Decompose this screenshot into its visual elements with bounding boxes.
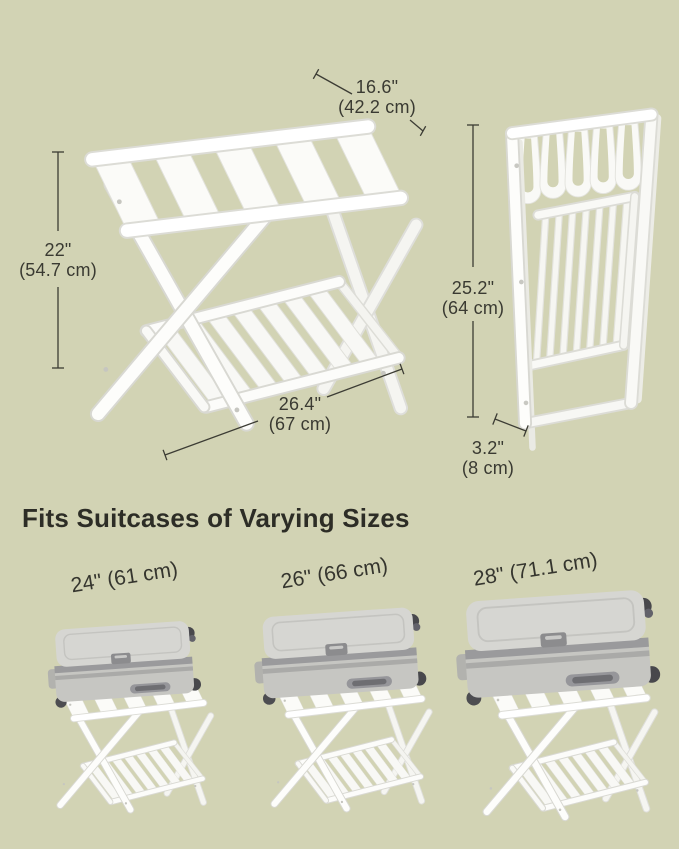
dimension-open-height: 22" (54.7 cm) xyxy=(6,240,110,280)
suitcase-28-on-rack-illustration xyxy=(452,587,663,825)
dimension-open-top-width: 16.6" (42.2 cm) xyxy=(318,77,436,117)
dimension-value-cm: (54.7 cm) xyxy=(19,260,97,280)
suitcase-26-on-rack-illustration xyxy=(251,605,449,816)
dimension-value-inches: 26.4" xyxy=(278,394,322,414)
dimension-folded-height: 25.2" (64 cm) xyxy=(420,278,526,318)
dimension-value-cm: (42.2 cm) xyxy=(338,97,416,117)
dimension-value-cm: (64 cm) xyxy=(441,298,505,318)
dimension-folded-depth: 3.2" (8 cm) xyxy=(436,438,540,478)
dimension-value-inches: 3.2" xyxy=(471,438,505,458)
suitcase-24-on-rack-illustration xyxy=(44,619,230,817)
dimension-value-inches: 25.2" xyxy=(451,278,495,298)
dimension-open-depth: 26.4" (67 cm) xyxy=(238,394,362,434)
section-heading: Fits Suitcases of Varying Sizes xyxy=(22,503,410,533)
dimension-value-cm: (67 cm) xyxy=(268,414,332,434)
dimension-value-inches: 16.6" xyxy=(355,77,399,97)
suitcase-size-label-24: 24" (61 cm) xyxy=(69,557,180,598)
dimension-value-cm: (8 cm) xyxy=(461,458,515,478)
dimension-value-inches: 22" xyxy=(44,240,72,260)
